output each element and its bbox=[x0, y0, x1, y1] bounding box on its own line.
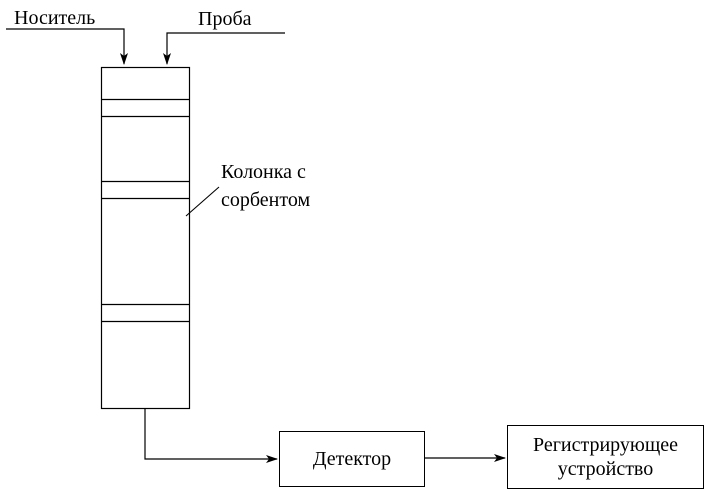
column-label-line1: Колонка с bbox=[221, 161, 306, 183]
recorder-label-line1: Регистрирующее bbox=[532, 434, 679, 456]
recorder-box: Регистрирующее устройство bbox=[507, 425, 704, 489]
column-to-detector-arrow bbox=[144, 408, 278, 463]
recorder-label-line2: устройство bbox=[557, 458, 654, 480]
sorbent-column bbox=[100, 66, 191, 410]
detector-label: Детектор bbox=[312, 448, 392, 470]
sample-inlet-arrow bbox=[163, 32, 285, 65]
sample-label: Проба bbox=[198, 8, 252, 30]
column-label-leader bbox=[185, 186, 220, 217]
detector-box: Детектор bbox=[279, 431, 425, 487]
column-label-line2: сорбентом bbox=[221, 189, 311, 211]
carrier-label: Носитель bbox=[14, 7, 96, 29]
carrier-inlet-arrow bbox=[6, 28, 128, 65]
